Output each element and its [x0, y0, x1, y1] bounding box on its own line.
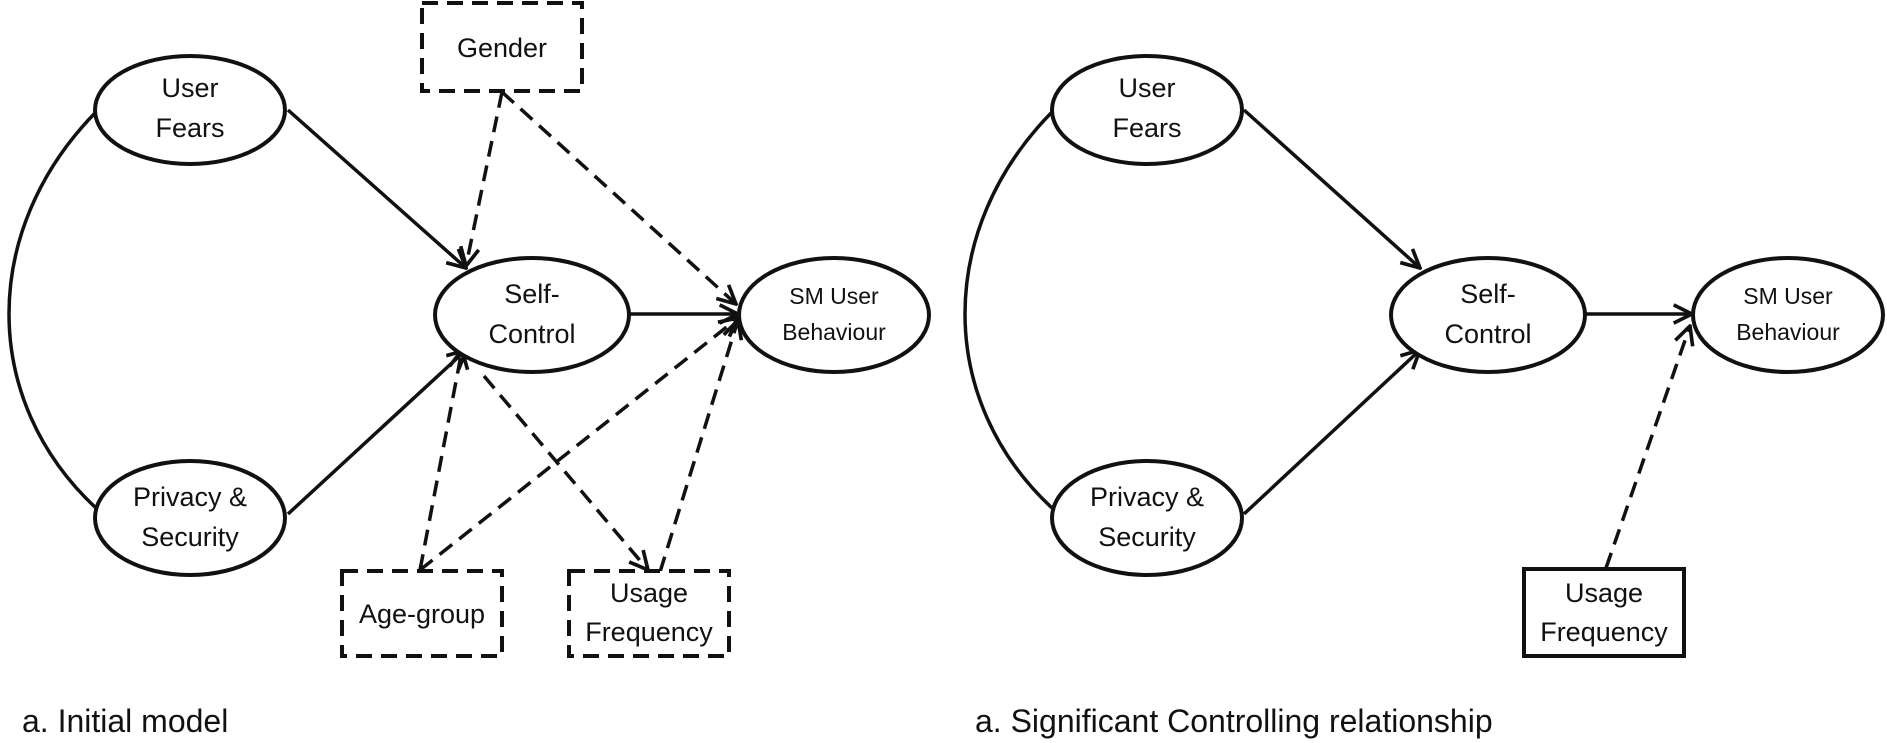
node-privacy-security: Privacy & Security — [93, 459, 287, 577]
node-usage-frequency-line2: Frequency — [585, 617, 713, 647]
node-self-control-line1: Self- — [504, 279, 560, 309]
node-privacy-security-line1: Privacy & — [133, 482, 247, 512]
node-b-privacy-security-line1: Privacy & — [1090, 482, 1204, 512]
node-b-sm-user-behaviour: SM User Behaviour — [1691, 256, 1885, 374]
node-b-user-fears-line2: Fears — [1112, 113, 1181, 143]
node-sm-user-behaviour: SM User Behaviour — [737, 256, 931, 374]
edge-b-usage-to-behaviour — [1604, 326, 1690, 569]
node-b-user-fears-line1: User — [1118, 73, 1175, 103]
node-age-group-label: Age-group — [359, 599, 485, 629]
node-privacy-security-line2: Security — [141, 522, 239, 552]
edge-b-privacy-to-self-control — [1242, 350, 1420, 516]
edge-user-fears-privacy-curve — [7, 110, 98, 510]
diagram-significant-relationship: User Fears Privacy & Security Self- Cont… — [963, 54, 1885, 739]
caption-significant-relationship: a. Significant Controlling relationship — [975, 703, 1493, 739]
node-b-sm-user-behaviour-line1: SM User — [1743, 283, 1833, 309]
node-user-fears-line1: User — [161, 73, 218, 103]
node-user-fears-line2: Fears — [155, 113, 224, 143]
edge-user-fears-to-self-control — [286, 108, 466, 268]
node-gender: Gender — [420, 1, 584, 93]
node-b-privacy-security-line2: Security — [1098, 522, 1196, 552]
node-b-usage-frequency-line2: Frequency — [1540, 617, 1668, 647]
node-sm-user-behaviour-line2: Behaviour — [782, 319, 886, 345]
edge-gender-to-behaviour — [500, 90, 736, 304]
edge-b-user-fears-to-self-control — [1242, 108, 1420, 268]
node-b-privacy-security: Privacy & Security — [1050, 459, 1244, 577]
node-age-group: Age-group — [340, 569, 504, 658]
edge-gender-to-self-control — [466, 91, 504, 266]
edge-self-control-to-usage — [482, 374, 648, 570]
node-b-user-fears: User Fears — [1050, 54, 1244, 166]
node-b-usage-frequency: Usage Frequency — [1522, 567, 1686, 658]
edge-age-group-to-self-control — [418, 350, 462, 571]
node-self-control-line2: Control — [488, 319, 575, 349]
node-sm-user-behaviour-line1: SM User — [789, 283, 879, 309]
node-b-self-control-line1: Self- — [1460, 279, 1516, 309]
edge-usage-to-behaviour — [658, 320, 738, 573]
diagram-initial-model: User Fears Privacy & Security Self- Cont… — [7, 1, 931, 739]
node-b-self-control: Self- Control — [1389, 256, 1587, 374]
node-user-fears: User Fears — [93, 54, 287, 166]
node-b-sm-user-behaviour-line2: Behaviour — [1736, 319, 1840, 345]
caption-initial-model: a. Initial model — [22, 703, 228, 739]
node-self-control: Self- Control — [433, 256, 631, 374]
node-b-usage-frequency-line1: Usage — [1565, 578, 1643, 608]
node-b-self-control-line2: Control — [1444, 319, 1531, 349]
edge-age-group-to-behaviour — [418, 318, 738, 572]
node-usage-frequency-line1: Usage — [610, 578, 688, 608]
node-gender-label: Gender — [457, 33, 547, 63]
edge-b-user-fears-privacy-curve — [963, 110, 1054, 510]
node-usage-frequency: Usage Frequency — [567, 569, 731, 658]
edge-privacy-to-self-control — [286, 350, 466, 516]
